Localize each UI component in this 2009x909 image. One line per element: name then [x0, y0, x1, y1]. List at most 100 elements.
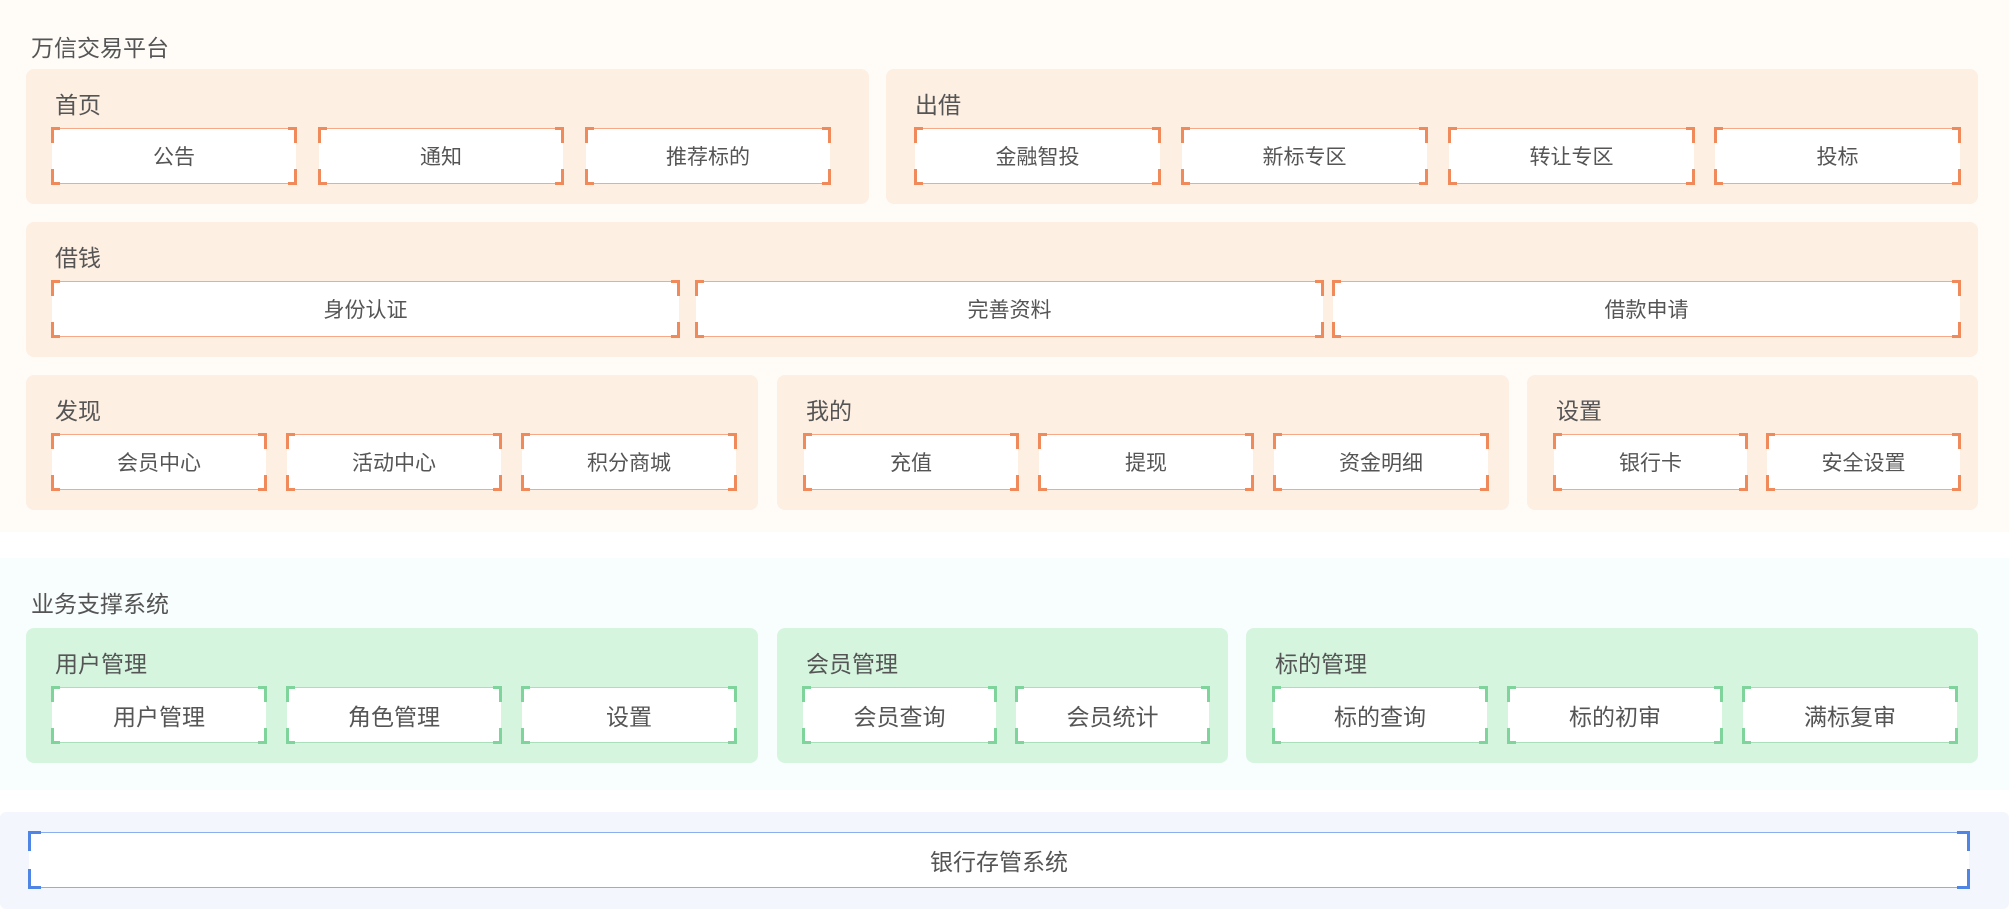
corner-bracket: [1038, 433, 1047, 449]
corner-bracket: [1480, 433, 1489, 449]
lend-item-transfer[interactable]: 转让专区: [1448, 127, 1695, 185]
corner-bracket: [51, 280, 60, 296]
corner-bracket: [51, 475, 60, 491]
corner-bracket: [914, 127, 923, 143]
corner-bracket: [1015, 728, 1024, 744]
lend-item-new-targets[interactable]: 新标专区: [1181, 127, 1428, 185]
user-mgmt-item-users[interactable]: 用户管理: [51, 686, 267, 744]
bank-custody-system[interactable]: 银行存管系统: [28, 831, 1970, 889]
member-mgmt-item-stats[interactable]: 会员统计: [1015, 686, 1210, 744]
borrow-item-profile[interactable]: 完善资料: [695, 280, 1324, 338]
corner-bracket: [695, 280, 704, 296]
user-mgmt-item-roles[interactable]: 角色管理: [286, 686, 502, 744]
corner-bracket: [28, 869, 41, 889]
discover-panel: 发现 会员中心 活动中心 积分商城: [26, 375, 758, 510]
corner-bracket: [288, 169, 297, 185]
corner-bracket: [1553, 433, 1562, 449]
corner-bracket: [1152, 127, 1161, 143]
panel-title: 会员管理: [806, 652, 898, 678]
user-mgmt-panel: 用户管理 用户管理 角色管理 设置: [26, 628, 758, 763]
item-label: 银行卡: [1619, 451, 1682, 475]
corner-bracket: [493, 686, 502, 702]
item-label: 转让专区: [1529, 145, 1614, 169]
settings-panel: 设置 银行卡 安全设置: [1527, 375, 1978, 510]
settings-item-bank-card[interactable]: 银行卡: [1553, 433, 1748, 491]
panel-title: 标的管理: [1275, 652, 1367, 678]
home-item-announcement[interactable]: 公告: [51, 127, 297, 185]
corner-bracket: [1010, 475, 1019, 491]
corner-bracket: [988, 686, 997, 702]
corner-bracket: [51, 127, 60, 143]
corner-bracket: [286, 686, 295, 702]
corner-bracket: [1742, 686, 1751, 702]
member-mgmt-item-query[interactable]: 会员查询: [802, 686, 997, 744]
corner-bracket: [51, 728, 60, 744]
corner-bracket: [1766, 433, 1775, 449]
corner-bracket: [1201, 686, 1210, 702]
support-system-section: 业务支撑系统 用户管理 用户管理 角色管理 设置 会员管理 会员查询 会员统计 …: [0, 558, 2009, 790]
corner-bracket: [318, 127, 327, 143]
mine-item-fund-details[interactable]: 资金明细: [1273, 433, 1489, 491]
corner-bracket: [1714, 728, 1723, 744]
corner-bracket: [1952, 127, 1961, 143]
corner-bracket: [51, 433, 60, 449]
home-panel: 首页 公告 通知 推荐标的: [26, 69, 869, 204]
target-mgmt-item-full-review[interactable]: 满标复审: [1742, 686, 1958, 744]
panel-title: 首页: [55, 93, 101, 119]
home-item-notice[interactable]: 通知: [318, 127, 564, 185]
corner-bracket: [1714, 686, 1723, 702]
corner-bracket: [803, 433, 812, 449]
discover-item-points-mall[interactable]: 积分商城: [521, 433, 737, 491]
corner-bracket: [1957, 831, 1970, 851]
corner-bracket: [728, 686, 737, 702]
lend-item-bid[interactable]: 投标: [1714, 127, 1961, 185]
borrow-item-identity[interactable]: 身份认证: [51, 280, 680, 338]
target-mgmt-item-query[interactable]: 标的查询: [1272, 686, 1488, 744]
item-label: 通知: [420, 145, 462, 169]
corner-bracket: [1245, 433, 1254, 449]
corner-bracket: [51, 322, 60, 338]
item-label: 活动中心: [352, 451, 436, 475]
item-label: 资金明细: [1339, 451, 1423, 475]
panel-title: 发现: [55, 399, 101, 425]
corner-bracket: [1419, 169, 1428, 185]
target-mgmt-item-first-review[interactable]: 标的初审: [1507, 686, 1723, 744]
corner-bracket: [1766, 475, 1775, 491]
corner-bracket: [1479, 686, 1488, 702]
section-title: 业务支撑系统: [31, 592, 169, 618]
corner-bracket: [1952, 322, 1961, 338]
target-mgmt-panel: 标的管理 标的查询 标的初审 满标复审: [1246, 628, 1978, 763]
home-item-recommended[interactable]: 推荐标的: [585, 127, 831, 185]
corner-bracket: [1686, 169, 1695, 185]
item-label: 会员统计: [1066, 705, 1159, 731]
corner-bracket: [1448, 127, 1457, 143]
corner-bracket: [1201, 728, 1210, 744]
user-mgmt-item-settings[interactable]: 设置: [521, 686, 737, 744]
corner-bracket: [822, 127, 831, 143]
mine-item-withdraw[interactable]: 提现: [1038, 433, 1254, 491]
corner-bracket: [286, 433, 295, 449]
corner-bracket: [521, 433, 530, 449]
lend-panel: 出借 金融智投 新标专区 转让专区 投标: [886, 69, 1978, 204]
corner-bracket: [28, 831, 41, 851]
corner-bracket: [1739, 475, 1748, 491]
borrow-item-apply[interactable]: 借款申请: [1332, 280, 1961, 338]
mine-item-recharge[interactable]: 充值: [803, 433, 1019, 491]
corner-bracket: [1273, 433, 1282, 449]
item-label: 会员中心: [117, 451, 201, 475]
item-label: 提现: [1125, 451, 1167, 475]
corner-bracket: [1332, 322, 1341, 338]
item-label: 完善资料: [967, 298, 1052, 322]
panel-title: 出借: [915, 93, 961, 119]
lend-item-smart-invest[interactable]: 金融智投: [914, 127, 1161, 185]
settings-item-security[interactable]: 安全设置: [1766, 433, 1961, 491]
corner-bracket: [555, 169, 564, 185]
discover-item-activity-center[interactable]: 活动中心: [286, 433, 502, 491]
corner-bracket: [1686, 127, 1695, 143]
corner-bracket: [1480, 475, 1489, 491]
corner-bracket: [258, 686, 267, 702]
corner-bracket: [521, 475, 530, 491]
corner-bracket: [1038, 475, 1047, 491]
discover-item-member-center[interactable]: 会员中心: [51, 433, 267, 491]
corner-bracket: [1273, 475, 1282, 491]
